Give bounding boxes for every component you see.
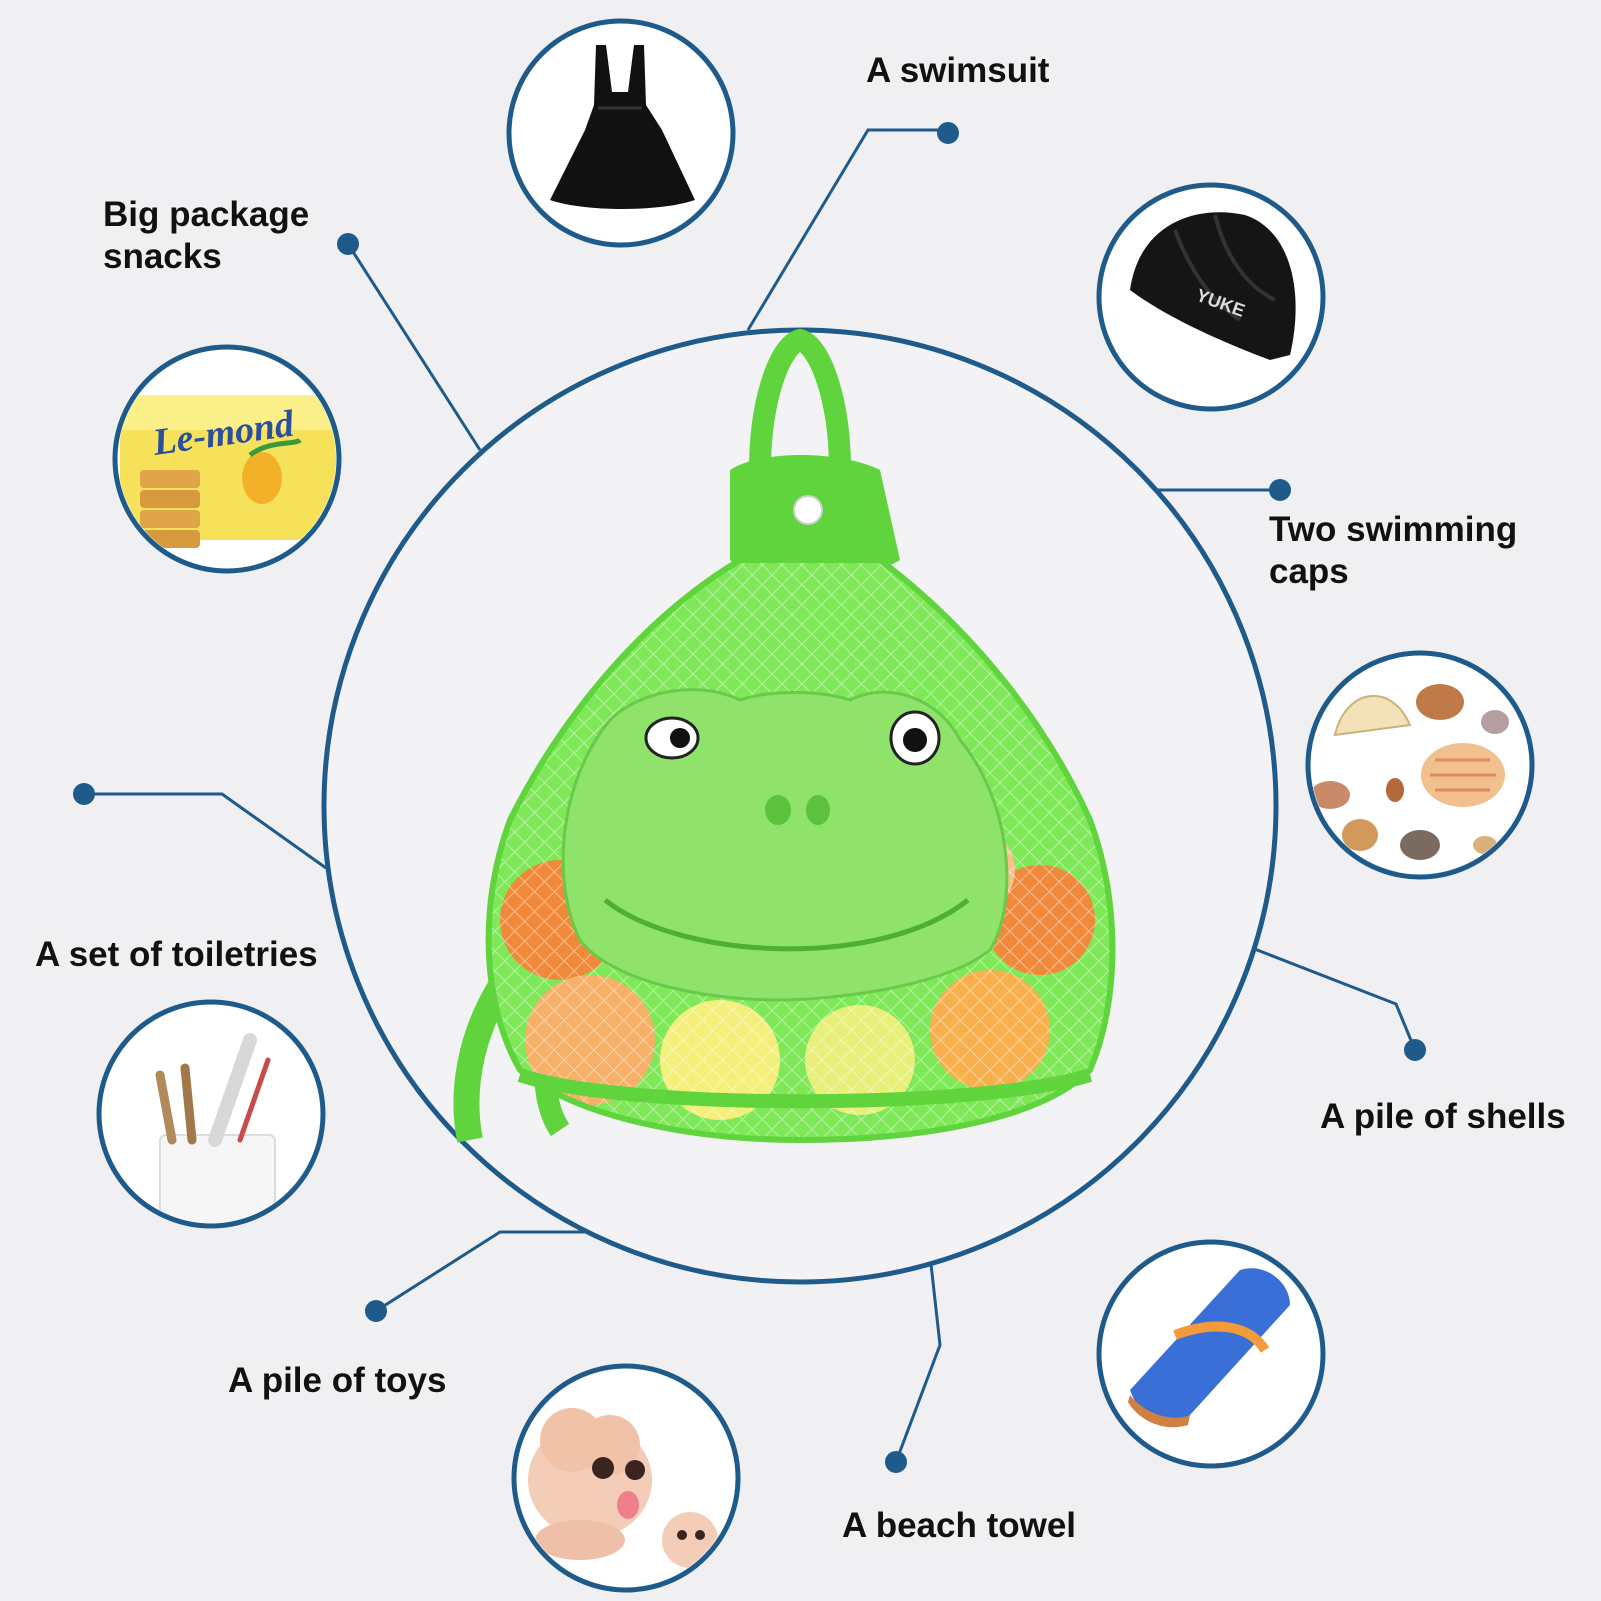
label-toys-text: A pile of toys: [228, 1361, 447, 1400]
label-towel-text: A beach towel: [842, 1506, 1077, 1545]
toys-item: [511, 1363, 741, 1593]
connector-dots: [73, 122, 1426, 1473]
connector-lines: [84, 128, 1417, 1463]
label-caps-line2: caps: [1269, 552, 1349, 591]
connector-toys: [375, 1230, 592, 1313]
snacks-item: Le-mond: [112, 344, 342, 574]
connector-snacks: [346, 243, 482, 451]
connector-shells: [1251, 946, 1417, 1051]
bag-toggle: [793, 495, 823, 525]
shells-item: [1305, 650, 1535, 880]
label-snacks-line1: Big package: [103, 195, 310, 234]
label-toiletries: A set of toiletries: [35, 934, 318, 976]
dot-swimsuit: [937, 122, 959, 144]
label-caps-line1: Two swimming: [1269, 510, 1518, 549]
connector-swimsuit: [746, 128, 948, 331]
dot-caps: [1269, 479, 1291, 501]
toy-poodles-image: [528, 1408, 718, 1568]
black-dress-image: [550, 45, 695, 209]
toiletries-item: [96, 999, 326, 1229]
label-toiletries-text: A set of toiletries: [35, 935, 318, 974]
dot-shells: [1404, 1039, 1426, 1061]
dot-toiletries: [73, 783, 95, 805]
label-snacks-line2: snacks: [103, 237, 222, 276]
frog-face: [561, 688, 1009, 1002]
dot-toys: [365, 1300, 387, 1322]
connector-toiletries: [84, 792, 327, 870]
swim-cap-image: YUKE: [1130, 212, 1296, 360]
toiletries-image: [155, 1033, 276, 1223]
bag-bottom-seam: [517, 1068, 1093, 1109]
shells-image: [1311, 684, 1509, 860]
dot-snacks: [337, 233, 359, 255]
frog-nostril: [806, 795, 830, 825]
frog-nostril: [765, 795, 791, 825]
label-swimsuit-text: A swimsuit: [866, 51, 1050, 90]
swim-cap-item: YUKE: [1096, 182, 1326, 412]
towel-item: [1096, 1239, 1326, 1469]
label-shells: A pile of shells: [1320, 1096, 1566, 1138]
label-caps: Two swimming caps: [1269, 509, 1517, 593]
frog-mesh-bag: [453, 328, 1116, 1144]
connector-towel: [894, 1254, 942, 1463]
snack-package-image: Le-mond: [120, 395, 336, 548]
label-swimsuit: A swimsuit: [866, 50, 1049, 92]
bag-strap-top: [749, 328, 851, 471]
label-snacks: Big package snacks: [103, 194, 309, 278]
dot-towel: [885, 1451, 907, 1473]
swimsuit-item: [506, 18, 736, 248]
label-shells-text: A pile of shells: [1320, 1097, 1566, 1136]
beach-towel-image: [1128, 1268, 1290, 1428]
frog-smile: [603, 898, 970, 952]
label-towel: A beach towel: [842, 1505, 1076, 1547]
label-toys: A pile of toys: [228, 1360, 446, 1402]
